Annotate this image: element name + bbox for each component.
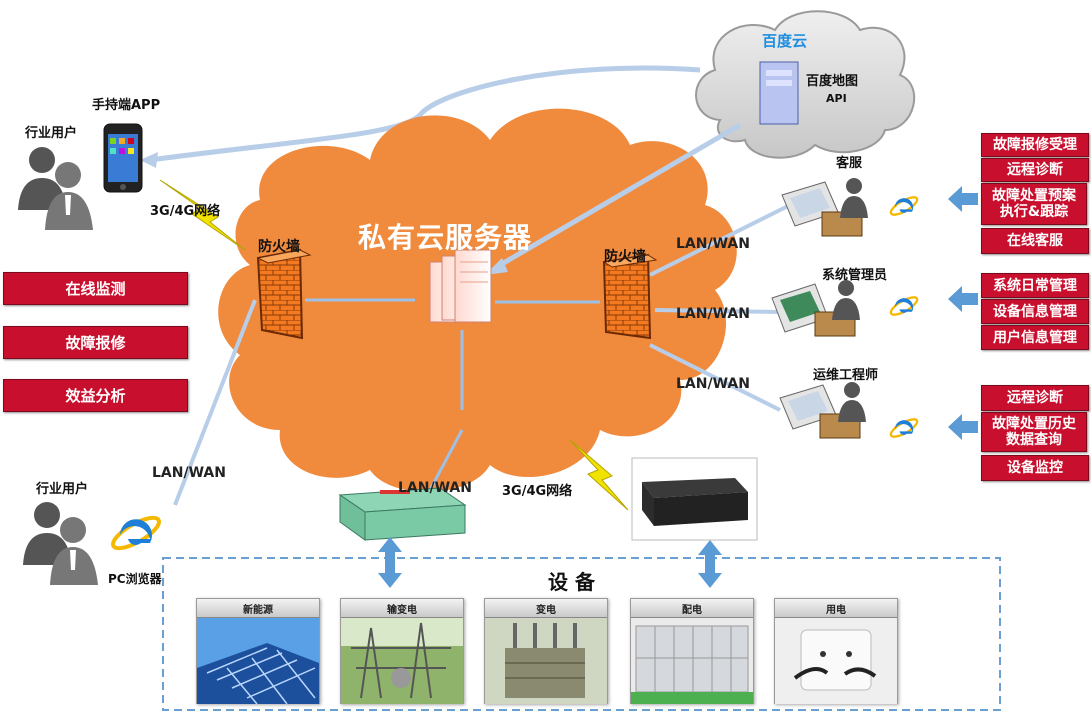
pc-browser-label: PC浏览器 — [108, 572, 162, 586]
workstation-ops-engineer — [779, 384, 861, 439]
ie-browser-icon-sysadmin — [889, 296, 919, 316]
power-socket-image — [775, 618, 897, 704]
firewall-left-label: 防火墙 — [258, 239, 300, 255]
cs-function-online-service[interactable]: 在线客服 — [981, 228, 1089, 254]
device-card-substation[interactable]: 变电 — [484, 598, 608, 704]
admin-function-user-info[interactable]: 用户信息管理 — [981, 325, 1089, 350]
device-card-label: 变电 — [485, 599, 607, 618]
admin-function-daily-management[interactable]: 系统日常管理 — [981, 273, 1089, 298]
baidu-api-label: API — [826, 92, 847, 105]
internal-links — [305, 298, 600, 491]
bottom-network-label: 3G/4G网络 — [502, 484, 573, 499]
substation-image — [341, 618, 463, 704]
device-card-label: 新能源 — [197, 599, 319, 618]
solar-panel-image — [197, 618, 319, 704]
baidu-to-server-link — [493, 122, 742, 271]
handheld-network-label: 3G/4G网络 — [150, 204, 221, 219]
switchgear-image — [631, 618, 753, 704]
bottom-lan-label: LAN/WAN — [398, 480, 472, 496]
role-links — [649, 203, 791, 412]
baidu-cloud-shape — [695, 10, 916, 159]
cs-function-repair-acceptance[interactable]: 故障报修受理 — [981, 133, 1089, 157]
ie-browser-icon-pc — [111, 515, 161, 551]
handheld-user-label: 行业用户 — [25, 126, 78, 141]
baidu-server — [759, 61, 799, 125]
device-card-transmission[interactable]: 输变电 — [340, 598, 464, 704]
device-arrows — [378, 537, 722, 588]
users-icon-handheld — [18, 147, 93, 230]
function-online-monitoring[interactable]: 在线监测 — [3, 272, 188, 305]
person-icon-ops-engineer — [838, 382, 866, 422]
cs-function-remote-diagnosis[interactable]: 远程诊断 — [981, 158, 1089, 182]
ops-function-device-monitoring[interactable]: 设备监控 — [981, 455, 1089, 481]
users-icon-pc — [23, 502, 98, 585]
server-stack — [429, 249, 492, 323]
device-card-new-energy[interactable]: 新能源 — [196, 598, 320, 704]
wireless-bolt-bottom — [569, 439, 629, 511]
person-icon-customer-service — [840, 178, 868, 218]
handheld-app-label: 手持端APP — [92, 98, 161, 113]
device-card-label: 配电 — [631, 599, 753, 618]
role-label-customer-service: 客服 — [836, 156, 863, 171]
firewall-left — [256, 248, 312, 340]
baidu-cloud-title: 百度云 — [762, 32, 808, 50]
ops-function-history-query[interactable]: 故障处置历史数据查询 — [981, 412, 1087, 452]
function-benefit-analysis[interactable]: 效益分析 — [3, 379, 188, 412]
panel-arrows — [948, 186, 978, 440]
devices-frame — [162, 557, 1001, 711]
device-card-label: 用电 — [775, 599, 897, 618]
workstation-sysadmin — [771, 283, 856, 337]
admin-function-device-info[interactable]: 设备信息管理 — [981, 299, 1089, 324]
gateway-device-right — [631, 457, 758, 541]
lan-label-sysadmin: LAN/WAN — [676, 306, 750, 322]
device-card-consumption[interactable]: 用电 — [774, 598, 898, 704]
device-card-distribution[interactable]: 配电 — [630, 598, 754, 704]
transformer-image — [485, 618, 607, 704]
firewall-right — [602, 253, 658, 340]
role-label-sysadmin: 系统管理员 — [822, 268, 888, 283]
gateway-device-left — [338, 487, 467, 541]
pc-network-label: LAN/WAN — [152, 465, 226, 481]
ops-function-remote-diagnosis[interactable]: 远程诊断 — [981, 385, 1089, 411]
pc-link — [173, 299, 257, 506]
devices-title: 设 备 — [548, 570, 595, 594]
baidu-to-app-link — [149, 65, 701, 163]
lan-label-customer-service: LAN/WAN — [676, 236, 750, 252]
cs-function-plan-tracking[interactable]: 故障处置预案执行&跟踪 — [981, 183, 1087, 225]
private-cloud-title: 私有云服务器 — [358, 221, 533, 254]
ie-browser-icon-ops-engineer — [889, 418, 919, 438]
pc-user-label: 行业用户 — [36, 482, 89, 497]
wireless-bolt-left — [159, 179, 246, 251]
device-card-label: 输变电 — [341, 599, 463, 618]
lan-label-ops-engineer: LAN/WAN — [676, 376, 750, 392]
firewall-right-label: 防火墙 — [604, 249, 646, 265]
person-icon-sysadmin — [832, 280, 860, 320]
role-label-ops-engineer: 运维工程师 — [813, 368, 879, 383]
smartphone — [103, 123, 143, 193]
function-fault-report[interactable]: 故障报修 — [3, 326, 188, 359]
ie-browser-icon-customer-service — [889, 196, 919, 216]
baidu-map-label: 百度地图 — [806, 74, 859, 89]
